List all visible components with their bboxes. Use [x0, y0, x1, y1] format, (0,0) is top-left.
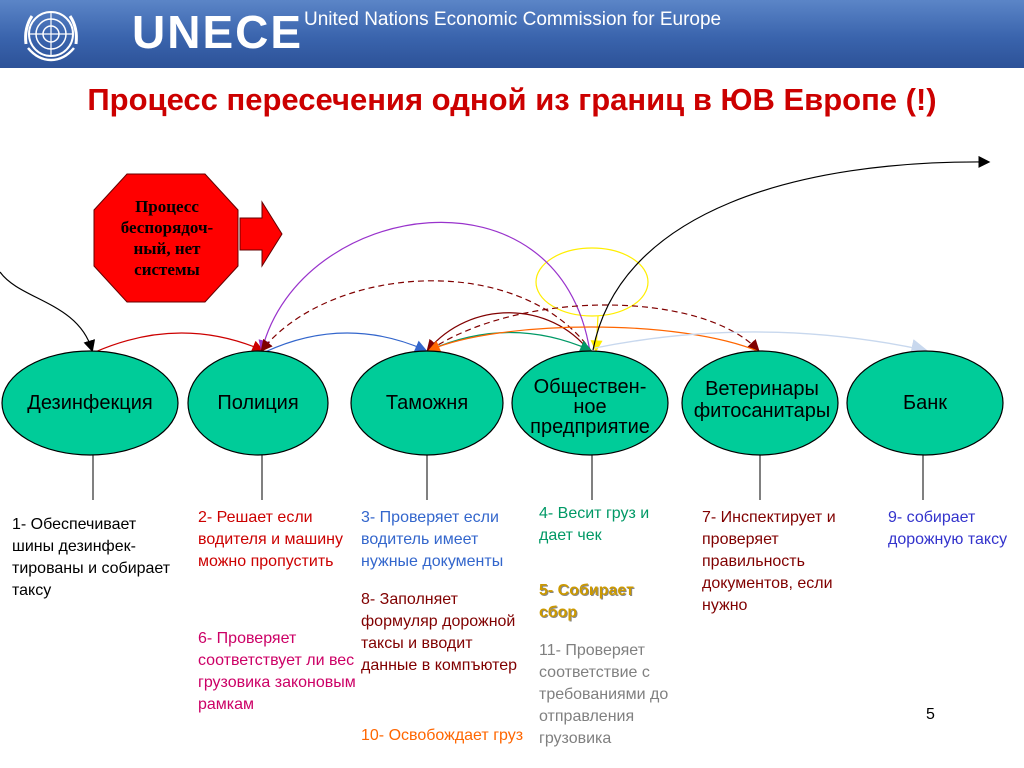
step-desc-1: 1- Обеспечивает шины дезинфек-тированы и… — [12, 516, 171, 599]
stop-line: беспорядоч- — [120, 218, 214, 237]
arrow-exit — [592, 155, 991, 351]
node-public-enterprise — [511, 350, 669, 456]
arrow-dashed-2 — [429, 304, 760, 352]
node-label-public-enterprise: Обществен- ное предприятие — [508, 377, 672, 437]
arrow-dashed-1 — [260, 280, 593, 353]
step-desc-3: 3- Проверяет если водитель имеет нужные … — [361, 509, 504, 570]
node-customs — [350, 350, 504, 456]
stop-line: системы — [134, 260, 200, 279]
node-stems — [92, 455, 924, 500]
node-police — [187, 350, 329, 456]
node-label-line: предприятие — [530, 416, 650, 438]
node-label-line: ное — [573, 396, 607, 418]
step-desc-2: 2- Решает если водителя и машину можно п… — [198, 509, 343, 570]
node-veterinary — [681, 350, 839, 456]
arrow-2-to-3 — [264, 332, 428, 353]
node-label-disinfection: Дезинфекция — [27, 392, 153, 414]
step-desc-6: 6- Проверяет соответствует ли вес грузов… — [198, 630, 356, 713]
arrow-orange-return — [427, 326, 761, 353]
stop-sign-octagon — [93, 173, 239, 303]
arrow-purple-loop — [258, 221, 591, 353]
arrow-1-to-2 — [94, 332, 265, 353]
arrow-maroon-return — [426, 312, 591, 353]
arrow-entry — [0, 271, 96, 353]
node-label-veterinary: Ветеринары фитосанитары — [672, 378, 852, 422]
org-short-name: UNECE — [132, 6, 304, 58]
node-disinfection — [1, 350, 179, 456]
step-desc-4: 4- Весит груз и дает чек — [539, 505, 650, 544]
node-bank — [846, 350, 1004, 456]
node-label-line: Обществен- — [533, 376, 647, 398]
stop-sign-text: Процесс беспорядоч- ный, нет системы — [100, 196, 234, 280]
arrow-yellow-loop — [535, 247, 649, 317]
org-full-name: United Nations Economic Commission for E… — [304, 9, 722, 30]
stop-line: Процесс — [135, 197, 199, 216]
un-emblem-icon — [24, 11, 78, 62]
node-label-police: Полиция — [217, 392, 299, 414]
stop-line: ный, нет — [133, 239, 201, 258]
node-label-line: фитосанитары — [693, 400, 831, 422]
stop-arrow-icon — [239, 200, 283, 268]
step-desc-5: 5- Собирает сбор — [539, 582, 634, 621]
page-title: Процесс пересечения одной из границ в ЮВ… — [87, 82, 937, 117]
step-desc-8: 8- Заполняет формуляр дорожной таксы и в… — [361, 591, 518, 674]
arrow-gray-to-bank — [594, 331, 929, 356]
node-label-customs: Таможня — [385, 392, 469, 414]
page-number: 5 — [926, 706, 935, 723]
step-desc-7: 7- Инспектирует и проверяет правильность… — [702, 509, 836, 614]
header-banner: UNECE United Nations Economic Commission… — [0, 0, 1024, 68]
node-label-line: Ветеринары — [705, 378, 819, 400]
node-label-bank: Банк — [902, 392, 948, 414]
step-desc-10: 10- Освобождает груз — [361, 727, 524, 744]
step-desc-11: 11- Проверяет соответствие с требованиям… — [539, 642, 669, 747]
step-desc-9: 9- собирает дорожную таксу — [888, 509, 1008, 548]
